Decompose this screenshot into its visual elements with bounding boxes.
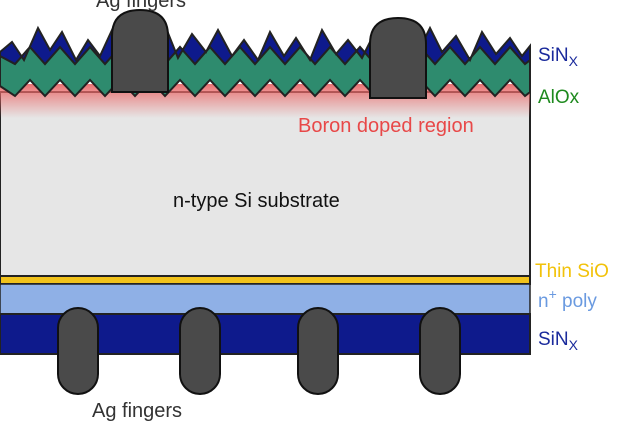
label-sinx-bottom-base: SiN — [538, 329, 569, 350]
label-ag-fingers-bottom: Ag fingers — [92, 400, 183, 422]
ag-finger-top-1 — [111, 8, 169, 93]
label-sinx-top-sub: X — [568, 53, 578, 69]
substrate-layer — [0, 91, 531, 277]
ag-finger-top-2 — [369, 16, 427, 99]
label-sinx-top: SiNX — [538, 45, 578, 68]
label-poly: n+ poly — [538, 287, 597, 312]
label-sinx-top-base: SiN — [538, 45, 569, 66]
label-substrate: n-type Si substrate — [173, 190, 340, 212]
ag-finger-bottom-1 — [57, 307, 99, 395]
label-thin-sio: Thin SiO — [535, 261, 609, 282]
label-poly-suffix: poly — [556, 291, 597, 312]
label-poly-prefix: n — [538, 291, 549, 312]
label-poly-sup: + — [548, 286, 557, 302]
ag-finger-bottom-4 — [419, 307, 461, 395]
label-ag-fingers-top: Ag fingers — [96, 0, 187, 12]
label-alox: AlOx — [538, 87, 580, 108]
thin-sio-layer — [0, 275, 531, 285]
label-boron-region: Boron doped region — [298, 115, 474, 137]
label-sinx-bottom: SiNX — [538, 329, 578, 352]
label-sinx-bottom-sub: X — [568, 337, 578, 353]
ag-finger-bottom-3 — [297, 307, 339, 395]
ag-finger-bottom-2 — [179, 307, 221, 395]
